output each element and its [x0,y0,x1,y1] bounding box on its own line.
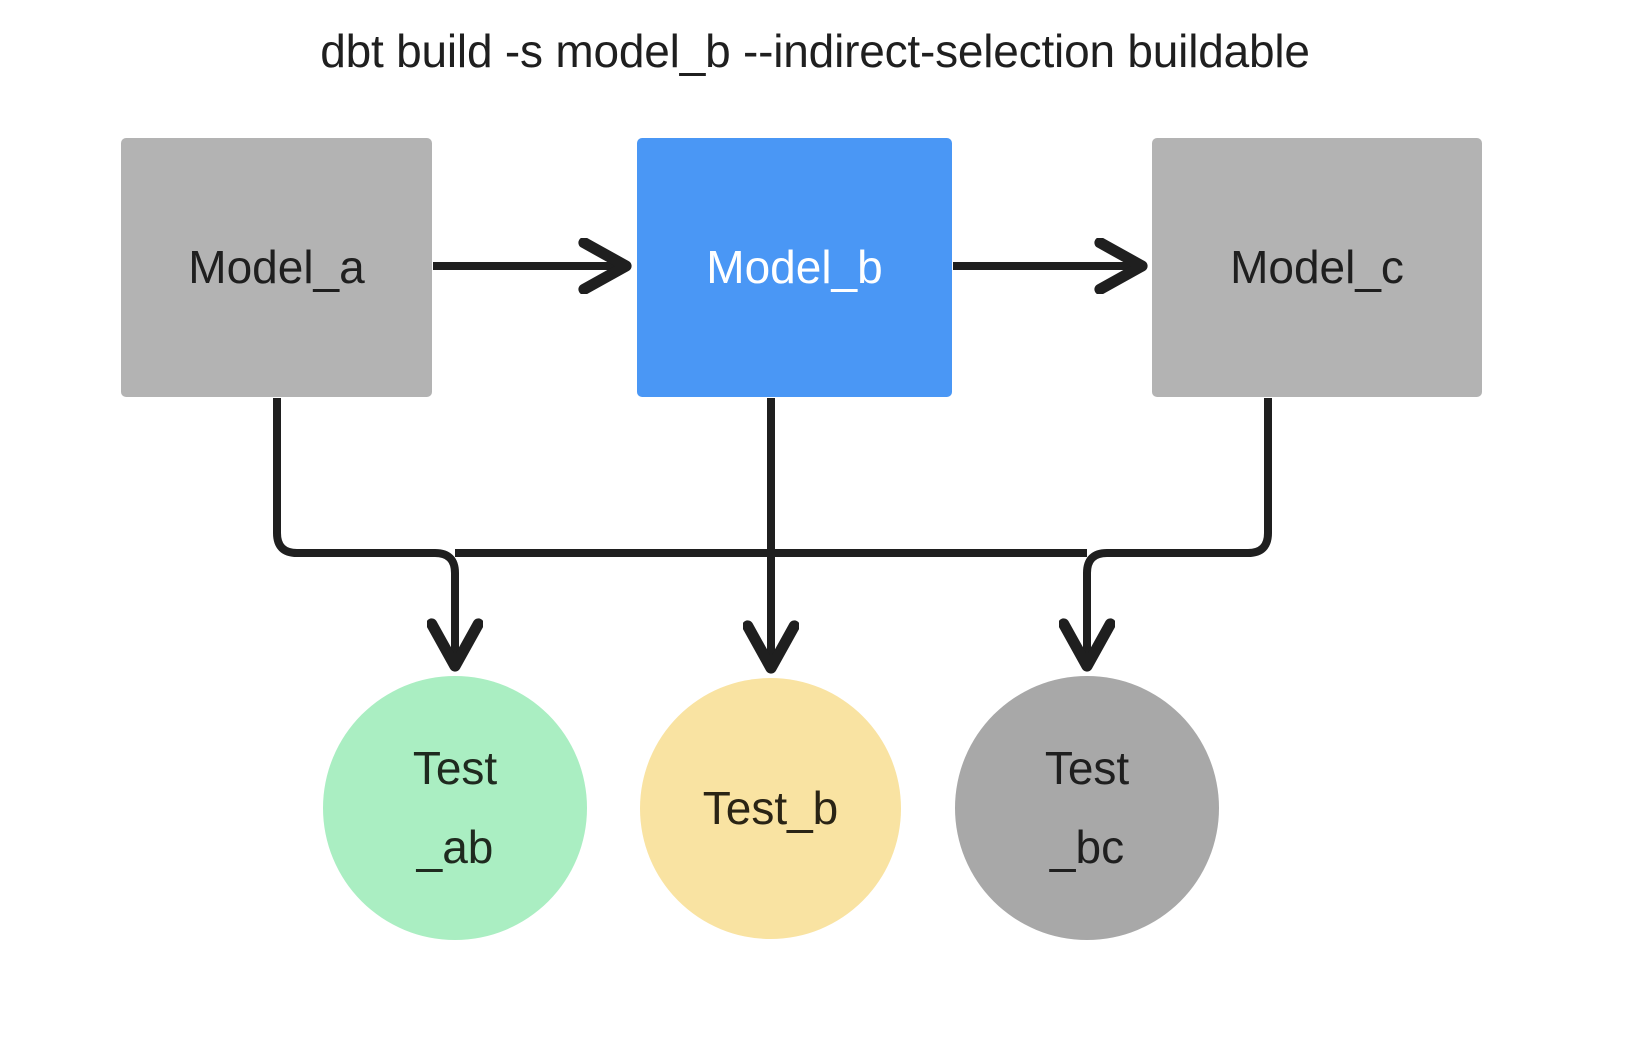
node-test-b[interactable]: Test_b [640,678,901,939]
node-test-b-label: Test_b [702,781,839,834]
edge-model-a-to-test-ab [273,398,455,666]
node-model-b-label: Model_b [706,241,883,294]
node-test-ab[interactable]: Test _ab [323,676,587,940]
diagram-title: dbt build -s model_b --indirect-selectio… [320,25,1310,77]
node-model-c-label: Model_c [1230,241,1404,294]
node-model-b[interactable]: Model_b [637,138,952,397]
node-test-bc[interactable]: Test _bc [955,676,1219,940]
node-test-ab-label: Test _ab [412,741,498,873]
node-model-c[interactable]: Model_c [1152,138,1482,397]
node-model-a[interactable]: Model_a [121,138,432,397]
edge-model-c-to-test-bc [1087,398,1272,666]
node-test-bc-label: Test _bc [1044,741,1130,873]
node-model-a-label: Model_a [188,241,365,294]
